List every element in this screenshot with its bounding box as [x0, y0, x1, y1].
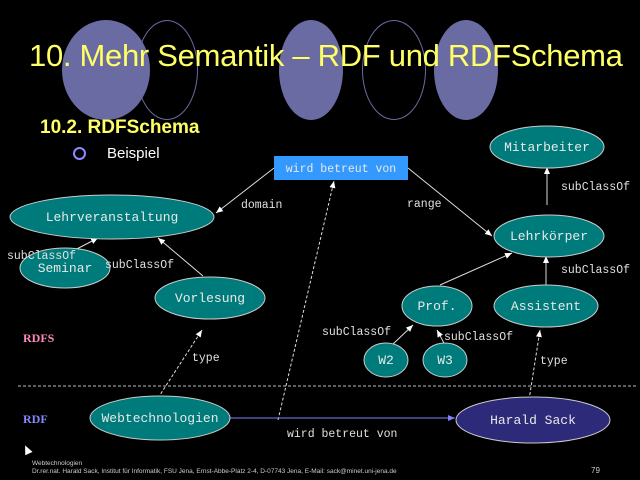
edge-harald-type	[528, 329, 542, 401]
slide-title: 10. Mehr Semantik – RDF und RDFSchema	[29, 38, 623, 73]
page-number: 79	[591, 466, 600, 475]
bullet-circle-icon	[73, 147, 86, 160]
node-label: Harald Sack	[490, 413, 576, 428]
node-label: Prof.	[417, 299, 456, 314]
edge-w3-subclass	[436, 329, 446, 346]
node-harald-sack	[455, 396, 611, 444]
node-label: W2	[378, 353, 394, 368]
edge-label: domain	[241, 199, 282, 212]
property-label: wird betreut von	[286, 163, 396, 176]
node-w2	[363, 342, 409, 378]
node-lehrveranstaltung	[9, 194, 215, 240]
edge-statement-property	[277, 180, 336, 421]
edge-label: type	[540, 355, 568, 368]
decor-circle	[279, 20, 343, 120]
node-label: W3	[437, 353, 453, 368]
node-seminar	[19, 247, 111, 289]
node-vorlesung	[154, 276, 266, 320]
edge-prof-subclass	[439, 252, 513, 286]
node-label: Lehrkörper	[510, 229, 588, 244]
edge-domain	[215, 167, 275, 214]
node-label: Assistent	[511, 299, 581, 314]
edge-vorlesung-subclass	[157, 237, 204, 277]
node-prof	[401, 285, 473, 327]
footer-course: Webtechnologien	[32, 460, 83, 467]
node-w3	[422, 342, 468, 378]
edge-webtech-type	[157, 329, 203, 399]
node-lehrkoerper	[493, 214, 605, 258]
node-mitarbeiter	[489, 125, 605, 169]
node-label: Seminar	[38, 261, 93, 276]
decor-ring	[136, 20, 198, 120]
footer-author: Dr.rer.nat. Harald Sack, Institut für In…	[32, 468, 397, 475]
edge-label: subClassOf	[7, 250, 76, 263]
edge-w2-subclass	[391, 324, 414, 346]
node-label: Mitarbeiter	[504, 140, 590, 155]
edge-label: subClassOf	[444, 331, 513, 344]
edge-range	[407, 167, 493, 237]
edge-label: range	[407, 198, 442, 211]
decor-ring	[362, 20, 426, 120]
rdfs-layer-label: RDFS	[23, 331, 55, 345]
edge-label: subClassOf	[561, 181, 630, 194]
edge-label: type	[192, 352, 220, 365]
edge-label: subClassOf	[561, 264, 630, 277]
node-label: Lehrveranstaltung	[46, 210, 179, 225]
edge-label: subClassOf	[322, 326, 391, 339]
edge-label: wird betreut von	[287, 428, 397, 441]
edge-label: subClassOf	[105, 259, 174, 272]
property-box	[274, 156, 408, 180]
node-label: Vorlesung	[175, 291, 245, 306]
decor-circle	[62, 20, 150, 120]
slide-subtitle: 10.2. RDFSchema	[40, 117, 200, 138]
decor-circle	[434, 20, 498, 120]
node-assistent	[493, 284, 599, 328]
rdf-layer-label: RDF	[23, 412, 48, 426]
bullet-text: Beispiel	[107, 145, 160, 162]
node-label: Webtechnologien	[101, 411, 218, 426]
node-webtechnologien	[89, 395, 231, 441]
